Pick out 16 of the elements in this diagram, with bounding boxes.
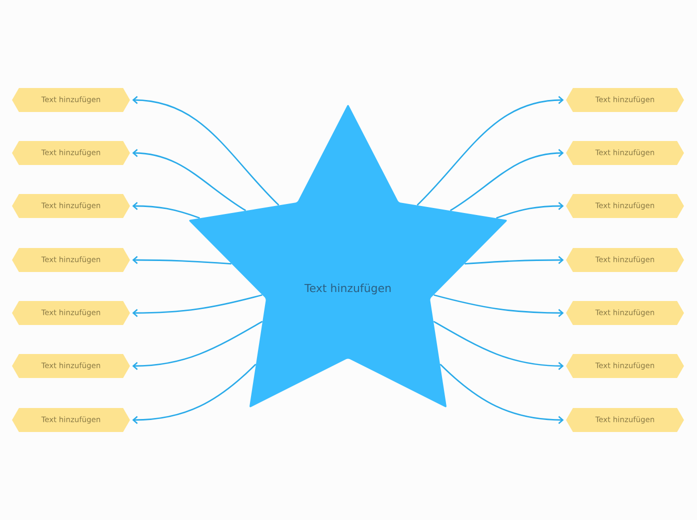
arrow [132, 96, 280, 206]
arrow [464, 256, 564, 265]
arrow [440, 364, 564, 424]
arrow [132, 320, 263, 370]
arrow [450, 148, 564, 212]
node-label: Text hinzufügen [304, 284, 391, 294]
arrow [132, 148, 246, 212]
arrow [496, 202, 564, 219]
arrow [132, 202, 200, 219]
arrow [416, 96, 564, 206]
arrow [434, 294, 564, 318]
arrow [433, 320, 564, 370]
star-shape [189, 105, 507, 408]
arrow [132, 364, 256, 424]
arrow [132, 294, 262, 318]
arrow [132, 256, 232, 265]
